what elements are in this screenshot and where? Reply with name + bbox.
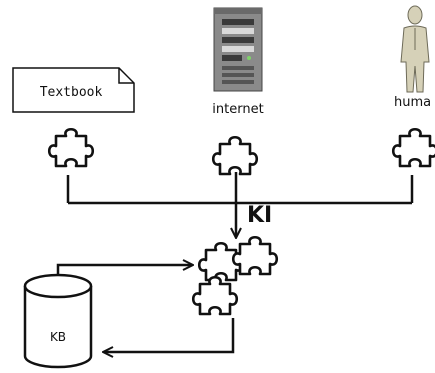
kb-to-puzzle-arrow — [56, 265, 192, 275]
kb-cylinder: KB — [23, 273, 93, 369]
internet-puzzle-piece — [211, 135, 259, 176]
internet-label: internet — [212, 102, 263, 117]
internet-source: internet — [212, 7, 264, 117]
puzzle-to-kb-arrow — [104, 318, 235, 352]
human-label: huma — [394, 95, 431, 110]
human-puzzle-piece — [391, 127, 435, 168]
ki-label: KI — [247, 203, 272, 228]
assembled-puzzle-icon — [191, 235, 279, 316]
person-icon — [400, 5, 430, 93]
human-source: huma — [394, 5, 431, 110]
textbook-puzzle-piece — [47, 127, 95, 168]
textbook-source: Textbook — [12, 67, 135, 113]
textbook-label: Textbook — [40, 85, 103, 100]
connector-lines — [66, 175, 414, 205]
server-icon — [213, 7, 263, 92]
document-icon — [12, 67, 135, 113]
kb-label: KB — [50, 330, 66, 344]
